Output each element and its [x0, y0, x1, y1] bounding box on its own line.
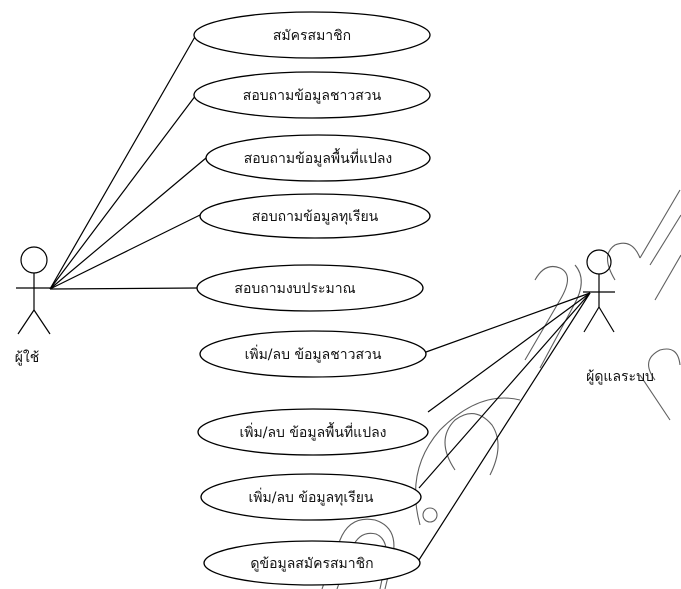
use-case-label: เพิ่ม/ลบ ข้อมูลทุเรียน [249, 488, 374, 506]
use-case-8[interactable]: เพิ่ม/ลบ ข้อมูลทุเรียน [200, 473, 422, 521]
use-case-label: เพิ่ม/ลบ ข้อมูลพื้นที่แปลง [239, 422, 386, 441]
use-case-label: เพิ่ม/ลบ ข้อมูลชาวสวน [245, 345, 382, 363]
actor-user: ผู้ใช้ [15, 246, 52, 366]
use-case-label: สมัครสมาชิก [273, 28, 351, 44]
use-case-6[interactable]: เพิ่ม/ลบ ข้อมูลชาวสวน [199, 330, 427, 378]
use-case-5[interactable]: สอบถามงบประมาณ [196, 264, 424, 312]
actor-user-label: ผู้ใช้ [15, 349, 40, 366]
assoc-admin-uc7 [427, 292, 591, 413]
watermark [321, 189, 681, 589]
actor-user-head [20, 246, 48, 274]
assoc-user-uc1 [49, 34, 197, 290]
use-case-4[interactable]: สอบถามข้อมูลทุเรียน [199, 193, 431, 239]
use-case-2[interactable]: สอบถามข้อมูลชาวสวน [193, 71, 431, 119]
use-case-3[interactable]: สอบถามข้อมูลพื้นที่แปลง [205, 134, 431, 182]
assoc-user-uc2 [49, 94, 197, 290]
assoc-user-uc4 [49, 214, 201, 290]
use-case-label: สอบถามข้อมูลทุเรียน [252, 209, 379, 225]
use-case-label: สอบถามข้อมูลพื้นที่แปลง [244, 148, 393, 167]
assoc-user-uc5 [49, 287, 198, 290]
user-associations [49, 34, 207, 290]
assoc-admin-uc6 [425, 292, 591, 353]
actor-admin-label: ผู้ดูแลระบบ [586, 369, 654, 385]
assoc-user-uc3 [49, 157, 207, 290]
use-case-9[interactable]: ดูข้อมูลสมัครสมาชิก [203, 540, 421, 586]
use-case-1[interactable]: สมัครสมาชิก [193, 11, 431, 59]
assoc-admin-uc9 [416, 292, 591, 564]
actor-admin: ผู้ดูแลระบบ [583, 249, 654, 385]
use-case-label: สอบถามข้อมูลชาวสวน [243, 88, 382, 104]
use-case-7[interactable]: เพิ่ม/ลบ ข้อมูลพื้นที่แปลง [197, 408, 429, 456]
assoc-admin-uc8 [418, 292, 591, 489]
use-case-label: สอบถามงบประมาณ [234, 281, 355, 297]
use-case-label: ดูข้อมูลสมัครสมาชิก [250, 556, 373, 572]
admin-associations [416, 292, 591, 564]
